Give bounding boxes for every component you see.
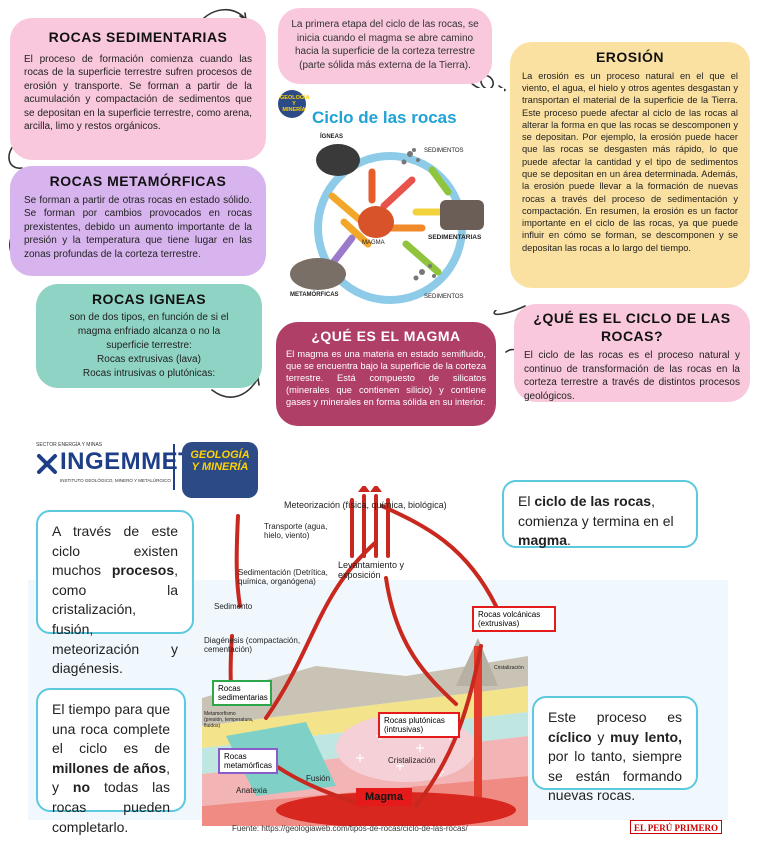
header-divider: [173, 444, 175, 490]
bubble-text: El: [518, 493, 535, 509]
box-rocas-plutonicas: Rocas plutónicas (intrusivas): [378, 712, 460, 739]
box-rocas-sedimentarias: Rocas sedimentarias: [212, 680, 272, 707]
label-metamorfismo: Metamorfismo (presión, temperatura, flui…: [204, 711, 254, 729]
card-que-es-ciclo: ¿QUÉ ES EL CICLO DE LAS ROCAS? El ciclo …: [514, 304, 750, 402]
top-infographic: ROCAS SEDIMENTARIAS El proceso de formac…: [0, 0, 768, 430]
bubble-text: , como la cristalización, fusión, meteor…: [52, 562, 178, 677]
card-text: Se forman a partir de otras rocas en est…: [24, 194, 252, 260]
geology-cross-section: [202, 486, 528, 826]
card-rocas-metamorficas: ROCAS METAMÓRFICAS Se forman a partir de…: [10, 166, 266, 276]
card-title: ROCAS IGNEAS: [91, 291, 207, 307]
bubble-text: El tiempo para que una roca complete el …: [52, 701, 170, 757]
bubble-text: .: [567, 532, 571, 549]
box-rocas-metamorficas: Rocas metamórficas: [218, 748, 278, 775]
label-cristalizacion-2: Cristalización: [388, 756, 436, 765]
igneas-lines: son de dos tipos, en función de si el ma…: [46, 311, 252, 381]
pickaxe-icon: [37, 454, 57, 474]
bubble-bold: ciclo de las rocas: [534, 493, 652, 509]
label-sedimentarias: SEDIMENTARIAS: [428, 234, 482, 241]
card-title: EROSIÓN: [595, 49, 665, 65]
rock-cycle-diagram: GEOLOGÍA Y MINERÍA Ciclo de las rocas ÍG…: [272, 88, 504, 310]
source-text: Fuente: https://geologiaweb.com/tipos-de…: [232, 824, 468, 833]
bubble-bold: procesos: [111, 562, 175, 579]
label-magma: MAGMA: [362, 240, 385, 246]
card-text: La erosión es un proceso natural en el q…: [522, 70, 738, 253]
card-intro: La primera etapa del ciclo de las rocas,…: [278, 8, 492, 84]
bubble-text: todas las rocas pueden completarlo.: [52, 779, 170, 835]
ingemmet-brand: INGEMMET: [60, 448, 194, 475]
bubble-bold: millones de años: [52, 759, 167, 776]
card-erosion: EROSIÓN La erosión es un proceso natural…: [510, 42, 750, 288]
bubble-tiempo: El tiempo para que una roca complete el …: [36, 688, 186, 835]
ingemmet-sub: INSTITUTO GEOLÓGICO, MINERO Y METALÚRGIC…: [60, 478, 171, 483]
bubble-text: por lo tanto, siempre se están formando …: [548, 748, 682, 804]
card-rocas-igneas: ROCAS IGNEAS son de dos tipos, en funció…: [36, 284, 262, 388]
box-rocas-volcanicas: Rocas volcánicas (extrusivas): [472, 606, 556, 633]
label-metamorficas: METAMÓRFICAS: [290, 292, 339, 298]
card-title: ¿QUÉ ES EL MAGMA: [311, 328, 461, 344]
box-magma: Magma: [356, 788, 412, 806]
bubble-text: A través de este ciclo existen muchos: [52, 523, 178, 579]
bubble-bold: magma: [518, 532, 568, 549]
bubble-procesos: A través de este ciclo existen muchos pr…: [36, 510, 194, 676]
label-anatexia: Anatexia: [236, 786, 268, 795]
card-que-es-magma: ¿QUÉ ES EL MAGMA El magma es una materia…: [276, 322, 496, 426]
bottom-infographic: SECTOR ENERGÍA Y MINAS INGEMMET INSTITUT…: [0, 430, 768, 862]
geologia-logo: GEOLOGÍA Y MINERÍA: [182, 442, 258, 498]
bubble-bold: muy lento,: [610, 728, 683, 745]
label-sedimentos-1: SEDIMENTOS: [424, 148, 464, 154]
bubble-magma: El ciclo de las rocas, comienza y termin…: [502, 480, 698, 548]
bubble-bold: cíclico: [548, 728, 592, 745]
card-text: El ciclo de las rocas es el proceso natu…: [524, 350, 740, 402]
label-meteorizacion: Meteorización (física, química, biológic…: [284, 500, 447, 510]
igneas-line: magma enfriado alcanza o no la: [77, 325, 221, 337]
rock-cycle-art: [278, 90, 484, 304]
card-title: ROCAS SEDIMENTARIAS: [48, 29, 228, 45]
card-rocas-sedimentarias: ROCAS SEDIMENTARIAS El proceso de formac…: [10, 18, 266, 160]
igneas-line: Rocas intrusivas o plutónicas:: [82, 367, 216, 379]
card-text: La primera etapa del ciclo de las rocas,…: [291, 19, 479, 71]
diagram-title: Ciclo de las rocas: [312, 108, 457, 127]
igneas-line: son de dos tipos, en función de si el: [69, 311, 229, 323]
logo-text: GEOLOGÍA Y MINERÍA: [280, 95, 310, 113]
bubble-ciclico: Este proceso es cíclico y muy lento, por…: [532, 696, 698, 803]
bubble-text: y: [591, 728, 611, 745]
label-levantamiento: Levantamiento y exposición: [338, 560, 405, 581]
label-sedimentacion: Sedimentación (Detrítica, química, organ…: [238, 568, 328, 587]
el-peru-primero-logo: EL PERÚ PRIMERO: [630, 820, 722, 834]
ingemmet-sector: SECTOR ENERGÍA Y MINAS: [36, 442, 103, 448]
bubble-bold: no: [72, 779, 91, 796]
label-sedimento: Sedimento: [214, 602, 253, 611]
label-sedimentos-2: SEDIMENTOS: [424, 294, 464, 300]
label-igneas: ÍGNEAS: [320, 134, 344, 140]
card-text: El magma es una materia en estado semifl…: [286, 348, 487, 408]
bubble-text: , y: [52, 759, 170, 796]
card-text: El proceso de formación comienza cuando …: [24, 53, 252, 133]
bubble-text: Este proceso es: [548, 709, 682, 725]
bubble-text: , comienza y termina en el: [518, 493, 674, 529]
geologia-logo-text: GEOLOGÍA Y MINERÍA: [190, 449, 250, 473]
label-cristalizacion-1: Cristalización: [494, 665, 524, 671]
card-title: ¿QUÉ ES EL CICLO DE LAS ROCAS?: [533, 310, 731, 344]
label-fusion: Fusión: [306, 774, 331, 783]
igneas-line: Rocas extrusivas (lava): [97, 353, 201, 365]
ingemmet-logo: SECTOR ENERGÍA Y MINAS INGEMMET INSTITUT…: [36, 440, 193, 502]
igneas-line: superficie terrestre:: [106, 339, 192, 351]
label-transporte: Transporte (agua, hielo, viento): [264, 522, 328, 541]
label-diagenesis: Diagénesis (compactación, cementación): [204, 636, 301, 655]
card-title: ROCAS METAMÓRFICAS: [49, 173, 227, 189]
